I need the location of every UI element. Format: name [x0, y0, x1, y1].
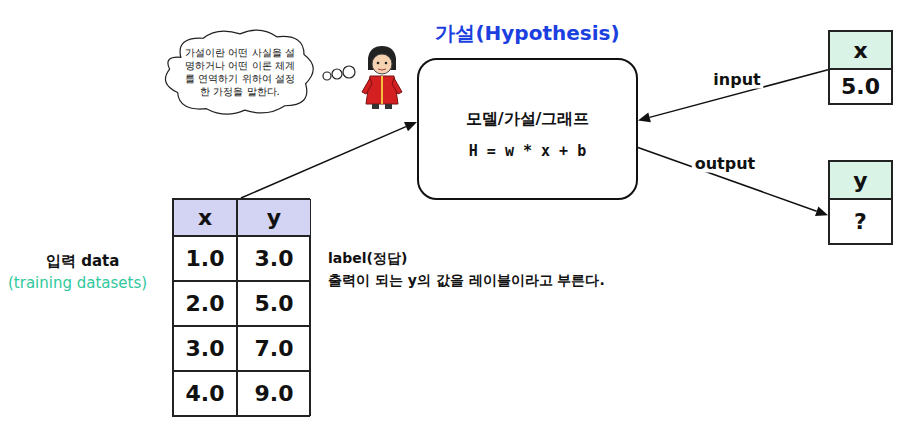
table-cell: 1.0	[173, 236, 237, 281]
thought-dot	[343, 66, 355, 78]
table-cell: 9.0	[237, 371, 311, 416]
connector-line	[241, 127, 406, 198]
bubble-text: 가설이란 어떤 사실을 설명하거나 어떤 이론 체계를 연역하기 위하여 설정한…	[185, 46, 295, 98]
hypothesis-box: 가설(Hypothesis)모델/가설/그래프H = w * x + b	[417, 58, 638, 200]
arrow-head	[815, 207, 828, 216]
table-cell: 5.0	[237, 281, 311, 326]
note-label: label(정답)	[328, 250, 407, 268]
connector-line	[638, 147, 817, 211]
table-cell: 3.0	[173, 326, 237, 371]
value-box: x5.0	[828, 30, 893, 105]
note-label: (training datasets)	[8, 274, 147, 292]
table-cell: 2.0	[173, 281, 237, 326]
thought-bubble: 가설이란 어떤 사실을 설명하거나 어떤 이론 체계를 연역하기 위하여 설정한…	[160, 28, 320, 116]
box-heading: 가설(Hypothesis)	[435, 20, 619, 47]
value-box: y?	[828, 160, 893, 245]
variable-value: ?	[828, 200, 893, 245]
table-cell: 4.0	[173, 371, 237, 416]
table-cell: 3.0	[237, 236, 311, 281]
connector-arrow	[241, 122, 417, 198]
person-figure	[362, 46, 402, 109]
table-header: y	[237, 199, 311, 236]
thought-dot	[332, 69, 342, 79]
cloud-outline	[160, 28, 320, 116]
box-text: 모델/가설/그래프	[466, 109, 590, 130]
note-label: 입력 data	[46, 252, 119, 271]
table-header: x	[173, 199, 237, 236]
thought-dot	[323, 72, 331, 80]
connector-arrow	[638, 147, 828, 215]
arrow-head	[404, 122, 417, 131]
variable-name: x	[828, 30, 893, 70]
connector-line	[650, 70, 828, 118]
variable-name: y	[828, 160, 893, 200]
cloud-outline	[165, 30, 313, 114]
connector-label: input	[710, 70, 763, 89]
connector-label: output	[692, 154, 759, 173]
variable-value: 5.0	[828, 70, 893, 105]
table-cell: 7.0	[237, 326, 311, 371]
connector-arrow	[638, 70, 828, 122]
note-label: 출력이 되는 y의 값을 레이블이라고 부른다.	[328, 272, 605, 290]
training-table: xy1.03.02.05.03.07.04.09.0	[172, 198, 310, 417]
arrow-head	[638, 113, 651, 123]
formula-text: H = w * x + b	[469, 142, 586, 160]
